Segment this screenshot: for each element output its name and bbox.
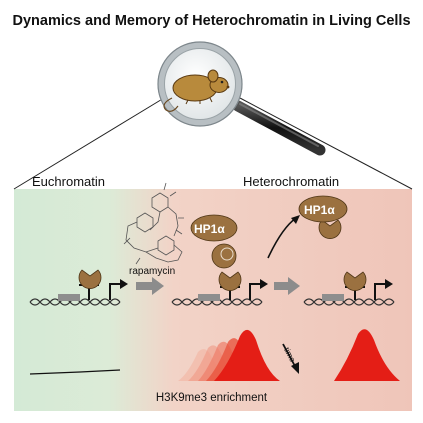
enrichment-peak <box>188 329 280 381</box>
process-arrow-icon <box>267 215 300 259</box>
process-arrow-icon <box>136 277 164 295</box>
flat-enrichment-trace <box>29 369 121 375</box>
time-arrow-icon <box>282 343 299 374</box>
euchromatin-label: Euchromatin <box>32 174 105 189</box>
mouse-icon <box>163 69 230 112</box>
dna-strand-icon <box>303 294 395 306</box>
magnifying-glass-icon <box>157 41 326 156</box>
figure-title: Dynamics and Memory of Heterochromatin i… <box>12 13 411 29</box>
rapamycin-molecule-icon <box>123 182 184 265</box>
hp1-protein-icon <box>298 195 348 223</box>
zoom-line-left <box>13 97 165 190</box>
hp1-label-bound: HP1α <box>194 222 225 236</box>
enrichment-caption: H3K9me3 enrichment <box>155 392 268 404</box>
hp1-label-released: HP1α <box>304 203 335 217</box>
reporter-protein-icon <box>78 269 102 289</box>
hp1-protein-icon <box>190 214 238 269</box>
dna-strand-icon <box>171 294 263 306</box>
rapamycin-label: rapamycin <box>129 266 176 277</box>
enrichment-peak-final <box>318 329 400 381</box>
zoom-line-right <box>239 97 413 190</box>
heterochromatin-label: Heterochromatin <box>243 174 340 189</box>
dna-strand-icon <box>29 294 121 306</box>
process-arrow-icon <box>274 277 300 295</box>
enrichment-peaks-over-time <box>152 329 280 381</box>
reporter-protein-icon <box>218 271 242 291</box>
reporter-protein-icon <box>343 271 367 291</box>
reporter-protein-icon <box>318 219 342 239</box>
